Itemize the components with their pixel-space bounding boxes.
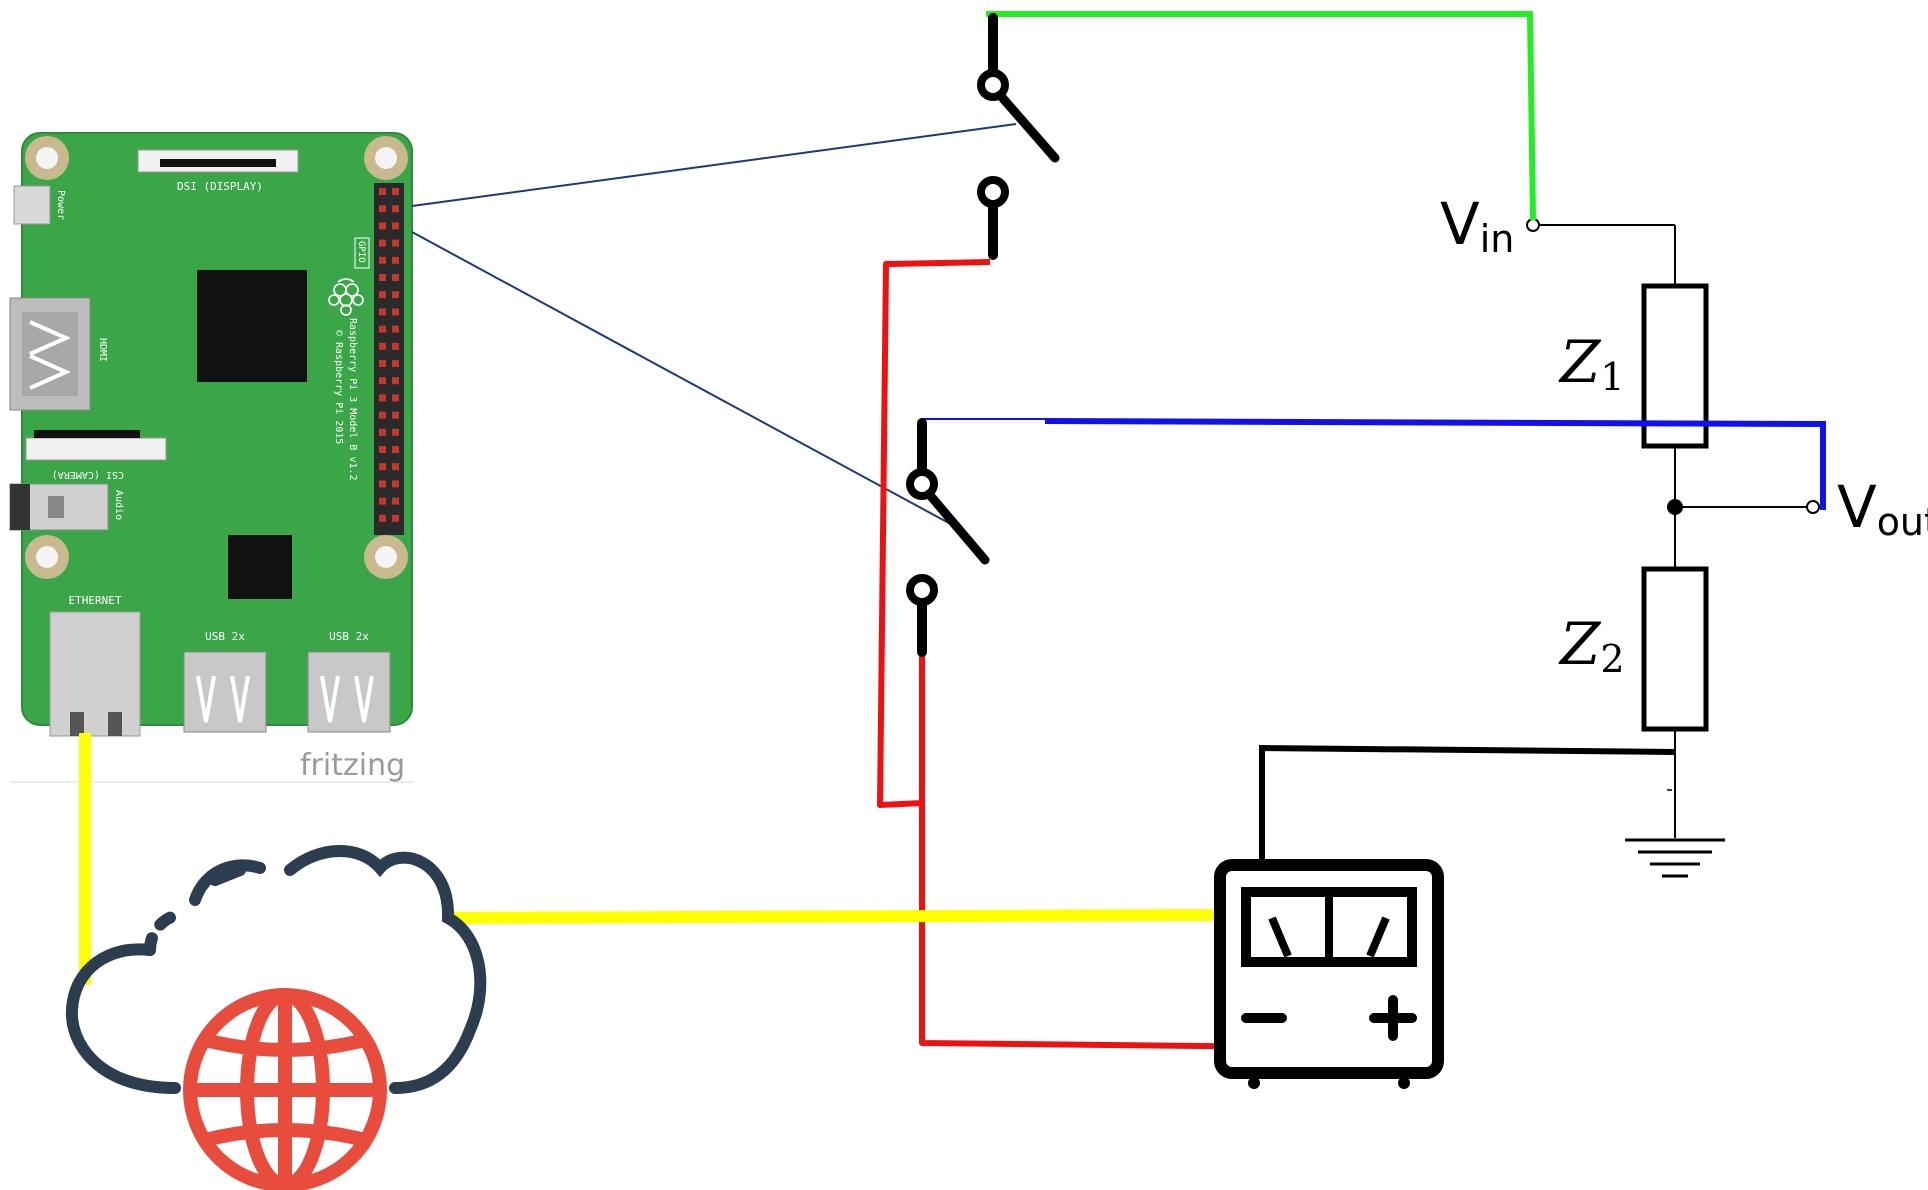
gpio-pin — [379, 274, 386, 281]
gpio-header — [374, 183, 404, 535]
dsi-connector — [137, 149, 299, 173]
gpio-pin — [379, 291, 386, 299]
voltage-divider-schematic — [1526, 218, 1820, 878]
gpio-pin — [392, 480, 399, 488]
usb-label: USB 2x — [329, 630, 369, 643]
audio-jack — [9, 483, 109, 531]
cloud-internet-icon — [65, 845, 487, 1190]
gpio-pin — [379, 308, 386, 316]
power-connector — [13, 185, 51, 225]
mounting-hole — [25, 136, 69, 180]
raspberry-pi-board: DSI (DISPLAY) Power Raspberry Pi 3 Model… — [9, 132, 413, 737]
fritzing-watermark: fritzing — [300, 748, 405, 783]
gpio-pins — [379, 188, 399, 522]
gpio-pin — [392, 256, 399, 264]
power-label: Power — [55, 190, 66, 220]
gpio-pin — [392, 360, 399, 367]
gpio-pin — [392, 205, 399, 213]
gpio-pin — [392, 308, 399, 316]
gpio-pin — [379, 222, 386, 230]
green-wire — [986, 11, 1536, 221]
z1-label: Z1 — [1558, 328, 1625, 399]
z1-resistor — [1641, 283, 1709, 449]
gpio-wire-switch-1 — [411, 123, 1017, 207]
gpio-pin — [379, 377, 386, 385]
gpio-pin — [392, 394, 399, 402]
gpio-pin — [379, 360, 386, 367]
mounting-hole — [364, 535, 408, 579]
gpio-pin — [392, 222, 399, 230]
usb-port — [307, 651, 391, 733]
ethernet-port — [49, 611, 141, 737]
voltmeter-icon — [1214, 859, 1444, 1089]
gpio-pin — [392, 239, 399, 247]
dsi-label: DSI (DISPLAY) — [177, 180, 263, 193]
vin-terminal — [1526, 218, 1540, 232]
z2-label: Z2 — [1558, 610, 1625, 681]
gpio-pin — [379, 411, 386, 419]
soc-chip — [197, 270, 307, 382]
yellow-wire-network — [447, 909, 1219, 924]
raspberry-logo-icon — [328, 278, 364, 316]
gpio-pin — [379, 480, 386, 488]
vout-label: Vout — [1837, 473, 1928, 544]
gpio-pin — [379, 342, 386, 350]
globe-icon — [183, 988, 387, 1190]
usb-label: USB 2x — [205, 630, 245, 643]
gpio-wire-switch-2 — [411, 231, 959, 529]
gpio-pin — [392, 463, 399, 471]
ground-icon — [1625, 838, 1725, 878]
gpio-pin — [392, 446, 399, 453]
gpio-pin — [392, 291, 399, 299]
model-label: Raspberry Pi 3 Model B v1.2 — [347, 318, 358, 481]
gpio-pin — [379, 239, 386, 247]
gpio-pin — [392, 342, 399, 350]
gpio-pin — [379, 325, 386, 333]
ethernet-label: ETHERNET — [69, 594, 122, 607]
gpio-pin — [392, 377, 399, 385]
gpio-pin — [379, 514, 386, 522]
gpio-pin — [392, 428, 399, 436]
gpio-pin — [379, 188, 386, 195]
gpio-pin — [379, 497, 386, 505]
gpio-pin — [392, 514, 399, 522]
spst-switch-icon — [906, 418, 990, 657]
mounting-hole — [364, 136, 408, 180]
gpio-pin — [379, 446, 386, 453]
spst-switch-icon — [977, 13, 1060, 260]
copyright-label: © Raspberry Pi 2015 — [333, 330, 344, 444]
vin-label: Vin — [1440, 190, 1514, 261]
gpio-pin — [379, 428, 386, 436]
gpio-label: GPIO — [356, 241, 366, 263]
blue-wire — [1044, 418, 1826, 510]
z2-resistor — [1641, 566, 1709, 732]
audio-label: Audio — [113, 490, 124, 520]
csi-connector — [25, 430, 167, 461]
hdmi-connector — [9, 297, 91, 411]
hdmi-label: HDMI — [97, 338, 108, 362]
vout-terminal — [1806, 500, 1820, 514]
gpio-pin — [392, 411, 399, 419]
usb-port — [183, 651, 267, 733]
gpio-pin — [379, 394, 386, 402]
gpio-pin — [392, 188, 399, 195]
gpio-pin — [392, 325, 399, 333]
gpio-pin — [392, 274, 399, 281]
csi-label: CSI (CAMERA) — [52, 469, 124, 480]
gpio-pin — [379, 463, 386, 471]
usb-controller-chip — [228, 535, 292, 599]
gpio-pin — [392, 497, 399, 505]
mounting-hole — [25, 535, 69, 579]
gpio-pin — [379, 205, 386, 213]
gpio-pin — [379, 256, 386, 264]
